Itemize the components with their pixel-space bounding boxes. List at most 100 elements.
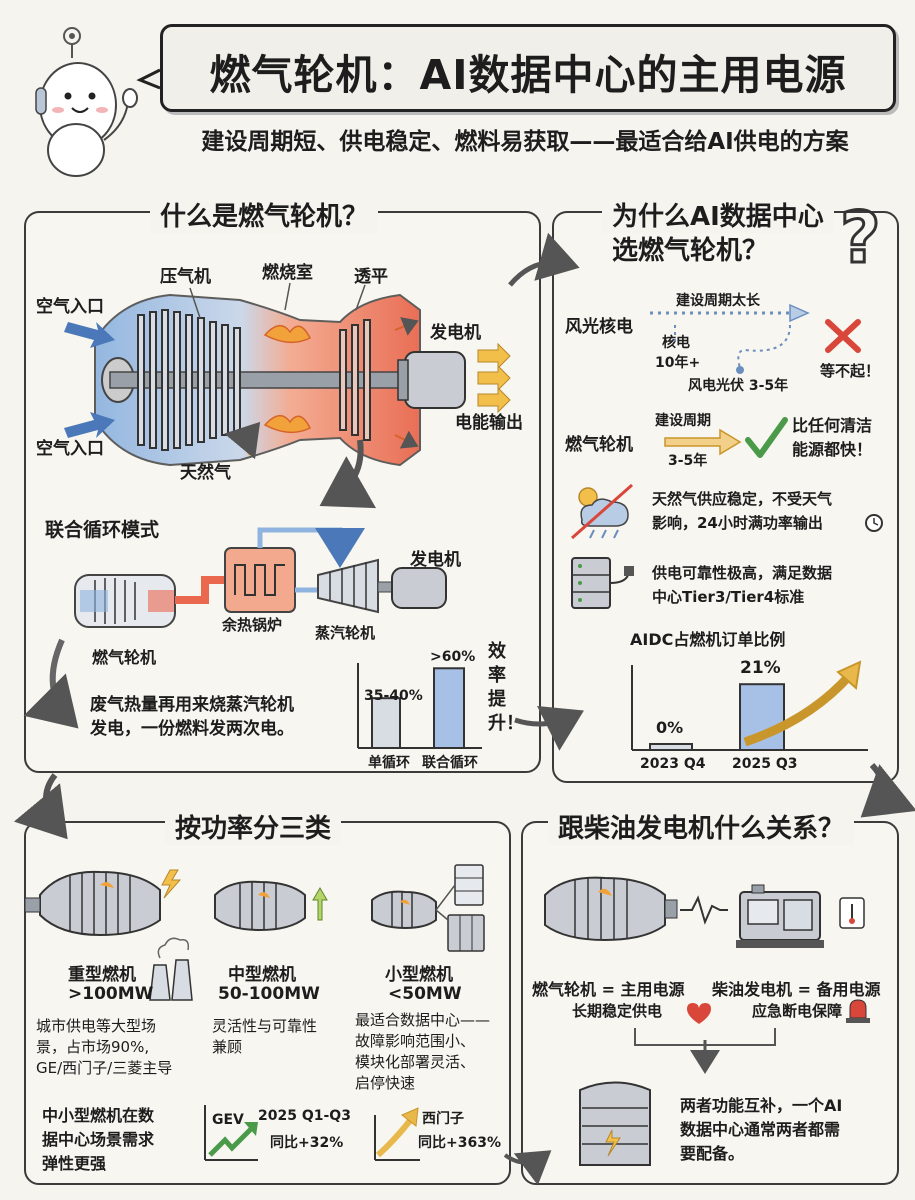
- combined-cycle-diagram: [74, 527, 447, 628]
- page-title: 燃气轮机：AI数据中心的主用电源: [209, 51, 847, 99]
- summary-line1: 两者功能互补，一个AI: [680, 1096, 843, 1115]
- medium-power: 50-100MW: [218, 984, 320, 1004]
- x-label-2025-q3: 2025 Q3: [732, 756, 798, 772]
- small-name: 小型燃机: [385, 965, 453, 985]
- label-nuclear: 核电: [662, 335, 690, 351]
- bar-single-cycle: [371, 697, 401, 750]
- bar-2023-q4-label: 0%: [656, 718, 684, 737]
- summary-line2: 数据中心通常两者都需: [680, 1120, 841, 1139]
- cross-icon: [825, 319, 861, 353]
- stable-line2: 影响，24小时满功率输出: [652, 514, 823, 532]
- section-title-why-line2: 选燃气轮机？: [612, 236, 769, 266]
- gas-turbine-small-icon: [544, 876, 678, 942]
- pulse-wave-icon: [680, 895, 728, 925]
- title-banner: 燃气轮机：AI数据中心的主用电源: [160, 24, 896, 112]
- x-label-combined-cycle: 联合循环: [422, 755, 478, 771]
- gev-growth-arrow-icon: [204, 1105, 258, 1161]
- small-desc-line2: 故障影响范围小、: [355, 1032, 476, 1050]
- up-arrow-icon: [312, 887, 328, 921]
- thermometer-icon: [839, 897, 865, 929]
- combined-cycle-title: 联合循环模式: [45, 519, 160, 541]
- cc-desc-line1: 废气热量再用来烧蒸汽轮机: [90, 695, 294, 715]
- label-cc-generator: 发电机: [410, 550, 461, 570]
- label-air-inlet-top: 空气入口: [36, 297, 104, 317]
- svg-text:?: ?: [840, 197, 881, 279]
- efficiency-chart: [357, 663, 482, 750]
- label-wind-solar: 风电光伏 3-5年: [688, 378, 789, 394]
- heavy-desc-line3: GE/西门子/三菱主导: [36, 1059, 173, 1077]
- x-label-single-cycle: 单循环: [368, 755, 410, 771]
- label-gas-turbine: 燃气轮机: [565, 435, 633, 455]
- gas-turbine-diagram: [64, 293, 511, 467]
- diesel-generator-icon: [736, 884, 824, 948]
- server-rack-icon: [435, 864, 485, 952]
- gev-name: GEV: [212, 1112, 244, 1128]
- heavy-desc-line1: 城市供电等大型场: [36, 1017, 157, 1035]
- server-plug-icon: [571, 557, 634, 609]
- bar-combined-cycle: [433, 667, 465, 749]
- demand-line3: 弹性更强: [42, 1154, 107, 1173]
- label-combustor: 燃烧室: [262, 263, 313, 283]
- diesel-role: 柴油发电机 = 备用电源: [712, 980, 881, 999]
- label-air-inlet-bottom: 空气入口: [36, 439, 104, 459]
- data-center-server-icon: [579, 1081, 651, 1166]
- section-title-classes: 按功率分三类: [165, 808, 342, 845]
- flame-icon: [263, 325, 312, 434]
- reliable-line2: 中心Tier3/Tier4标准: [652, 588, 805, 606]
- medium-name: 中型燃机: [228, 965, 296, 985]
- robot-mascot-icon: [35, 27, 138, 177]
- small-desc-line1: 最适合数据中心——: [355, 1011, 491, 1029]
- small-desc-line4: 启停快速: [355, 1074, 416, 1092]
- label-cc-gas-turbine: 燃气轮机: [92, 648, 157, 667]
- bar-2023-q4: [649, 743, 693, 751]
- weather-sun-cloud-icon: [571, 483, 633, 540]
- bar-single-cycle-label: 35-40%: [364, 688, 423, 704]
- diesel-role-desc: 应急断电保障: [752, 1002, 843, 1020]
- section-title-what-is: 什么是燃气轮机？: [150, 196, 379, 233]
- power-plant-icon: [149, 937, 193, 1001]
- heavy-desc-line2: 景，占市场90%,: [36, 1038, 150, 1056]
- heavy-name: 重型燃机: [68, 965, 136, 985]
- heart-icon: [687, 1003, 711, 1024]
- label-compressor: 压气机: [160, 267, 211, 287]
- small-power: <50MW: [388, 984, 462, 1004]
- reliable-line1: 供电可靠性极高，满足数据: [652, 564, 833, 582]
- lightning-icon: [161, 869, 182, 899]
- timeline-dotted-arrow: [650, 303, 810, 374]
- siemens-name: 西门子: [422, 1111, 464, 1127]
- clock-icon: [865, 514, 883, 532]
- label-steam-turbine: 蒸汽轮机: [315, 624, 376, 642]
- gev-growth: 同比+32%: [270, 1135, 344, 1151]
- label-build-years: 3-5年: [668, 453, 708, 469]
- heavy-turbine-icon: [24, 870, 161, 937]
- label-renewables: 风光核电: [565, 317, 633, 337]
- page-subtitle: 建设周期短、供电稳定、燃料易获取——最适合给AI供电的方案: [201, 129, 849, 155]
- faster-line1: 比任何清洁: [792, 416, 873, 435]
- label-build-period: 建设周期: [655, 413, 711, 429]
- aidc-order-chart: [631, 660, 868, 752]
- demand-line2: 据中心场景需求: [42, 1130, 155, 1149]
- label-power-output: 电能输出: [455, 413, 523, 433]
- gas-role: 燃气轮机 = 主用电源: [532, 980, 685, 999]
- faster-line2: 能源都快！: [792, 440, 873, 459]
- gas-role-desc: 长期稳定供电: [572, 1002, 663, 1020]
- gev-period: 2025 Q1-Q3: [258, 1108, 351, 1124]
- medium-desc-line1: 灵活性与可靠性: [212, 1017, 318, 1035]
- aidc-chart-title: AIDC占燃机订单比例: [630, 630, 786, 649]
- label-cant-wait: 等不起！: [820, 362, 881, 380]
- small-desc-line3: 模块化部署灵活、: [355, 1053, 476, 1071]
- siemens-growth-arrow-icon: [374, 1107, 420, 1161]
- cc-desc-line2: 发电，一份燃料发两次电。: [90, 719, 294, 739]
- label-natural-gas: 天然气: [180, 463, 231, 483]
- efficiency-label: 效率提升！: [488, 641, 524, 734]
- siemens-growth: 同比+363%: [418, 1135, 501, 1151]
- x-label-2023-q4: 2023 Q4: [640, 756, 706, 772]
- small-turbine-icon: [371, 890, 437, 930]
- demand-line1: 中小型燃机在数: [42, 1106, 155, 1125]
- heavy-power: >100MW: [68, 984, 154, 1004]
- label-long-period: 建设周期太长: [676, 293, 760, 309]
- label-turbine: 透平: [354, 267, 388, 287]
- summary-line3: 要配备。: [680, 1144, 745, 1163]
- label-hrsg: 余热锅炉: [222, 616, 283, 634]
